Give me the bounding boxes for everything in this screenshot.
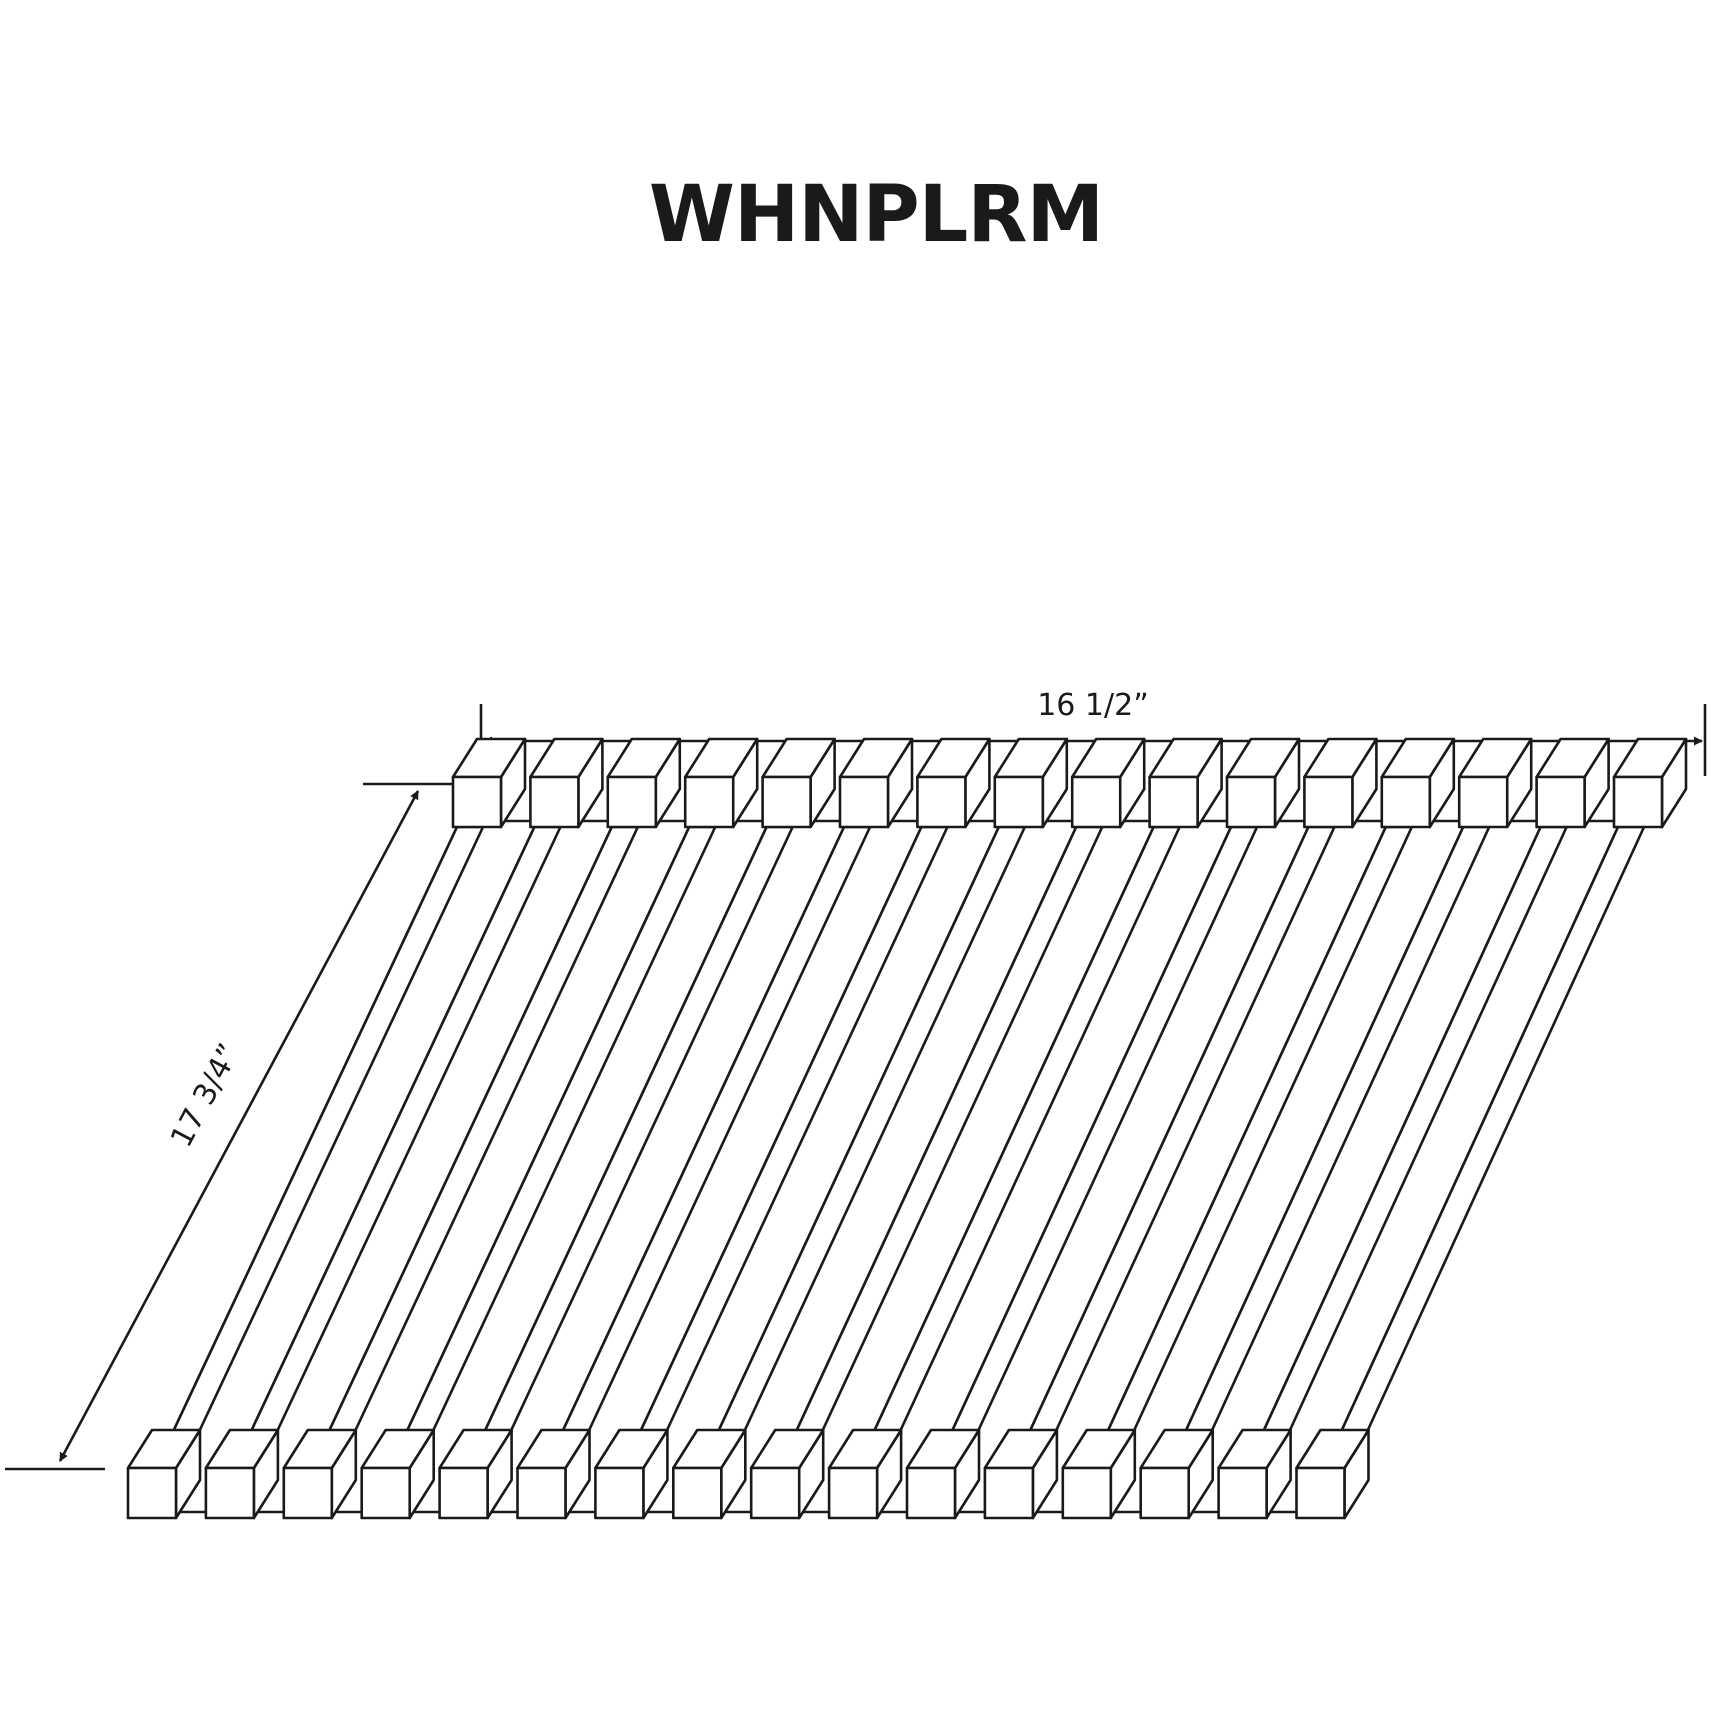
cap-front-face <box>1303 775 1354 829</box>
rod-bottom-end-cap <box>749 1428 825 1520</box>
rod-body <box>699 825 1027 1470</box>
rod-bottom-end-cap <box>827 1428 903 1520</box>
rod-bottom-end-cap <box>1061 1428 1137 1520</box>
rod-body <box>933 825 1259 1470</box>
rod-bottom-end-cap <box>905 1428 981 1520</box>
cap-front-face <box>905 1466 957 1520</box>
cap-front-face <box>1139 1466 1190 1520</box>
rod-top-end-cap <box>1535 737 1610 829</box>
rods-group <box>126 737 1688 1520</box>
rod-top-end-cap <box>1148 737 1223 829</box>
rod-body <box>622 825 949 1470</box>
cap-front-face <box>451 775 503 829</box>
rod-body <box>1011 825 1336 1470</box>
cap-front-face <box>438 1466 489 1520</box>
cap-front-face <box>683 775 735 829</box>
rod-bottom-end-cap <box>1295 1428 1370 1520</box>
cap-front-face <box>1225 775 1277 829</box>
cap-front-face <box>749 1466 801 1520</box>
cap-front-face <box>916 775 967 829</box>
cap-front-face <box>1535 775 1586 829</box>
rod-bottom-end-cap <box>516 1428 591 1520</box>
cap-front-face <box>204 1466 256 1520</box>
cap-front-face <box>1457 775 1509 829</box>
rod-top-end-cap <box>1225 737 1301 829</box>
cap-front-face <box>1061 1466 1113 1520</box>
rod-bottom-end-cap <box>1217 1428 1292 1520</box>
rod-bottom-end-cap <box>438 1428 513 1520</box>
cap-front-face <box>606 775 658 829</box>
cap-front-face <box>761 775 812 829</box>
rod-body <box>1245 825 1568 1470</box>
rod-bottom-end-cap <box>282 1428 358 1520</box>
rod-top-end-cap <box>916 737 991 829</box>
cap-front-face <box>1295 1466 1346 1520</box>
rod-top-end-cap <box>529 737 604 829</box>
rod-top-end-cap <box>1070 737 1146 829</box>
rod-bottom-end-cap <box>594 1428 669 1520</box>
rod-top-end-cap <box>683 737 759 829</box>
rod-bottom-end-cap <box>983 1428 1059 1520</box>
rod-top-end-cap <box>761 737 836 829</box>
rod-bottom-end-cap <box>204 1428 280 1520</box>
rod-bottom-end-cap <box>360 1428 436 1520</box>
cap-front-face <box>1380 775 1432 829</box>
cap-front-face <box>126 1466 178 1520</box>
cap-front-face <box>983 1466 1035 1520</box>
width-label: 16 1/2” <box>1037 688 1149 723</box>
rod-top-end-cap <box>1612 737 1688 829</box>
rod-bottom-end-cap <box>1139 1428 1214 1520</box>
rod-top-end-cap <box>1303 737 1378 829</box>
rod-top-end-cap <box>838 737 914 829</box>
cap-front-face <box>282 1466 334 1520</box>
rod-bottom-end-cap <box>126 1428 202 1520</box>
rod-body <box>777 825 1104 1470</box>
rod-body <box>1089 825 1414 1470</box>
cap-front-face <box>1070 775 1122 829</box>
cap-front-face <box>671 1466 723 1520</box>
cap-front-face <box>827 1466 879 1520</box>
rod-body <box>855 825 1181 1470</box>
product-model-title: WHNPLRM <box>648 170 1104 260</box>
cap-front-face <box>529 775 580 829</box>
cap-front-face <box>993 775 1045 829</box>
cap-front-face <box>1217 1466 1268 1520</box>
cap-front-face <box>1612 775 1664 829</box>
rod-body <box>1323 825 1646 1470</box>
depth-dimension-line <box>58 790 420 1462</box>
cap-front-face <box>594 1466 645 1520</box>
rod-top-end-cap <box>993 737 1069 829</box>
rod-top-end-cap <box>451 737 527 829</box>
cap-front-face <box>1148 775 1199 829</box>
cap-front-face <box>360 1466 412 1520</box>
rod-body <box>1167 825 1491 1470</box>
rod-top-end-cap <box>1380 737 1456 829</box>
rod-bottom-end-cap <box>671 1428 747 1520</box>
rod-top-end-cap <box>1457 737 1533 829</box>
rod-top-end-cap <box>606 737 682 829</box>
cap-front-face <box>516 1466 567 1520</box>
cap-front-face <box>838 775 890 829</box>
